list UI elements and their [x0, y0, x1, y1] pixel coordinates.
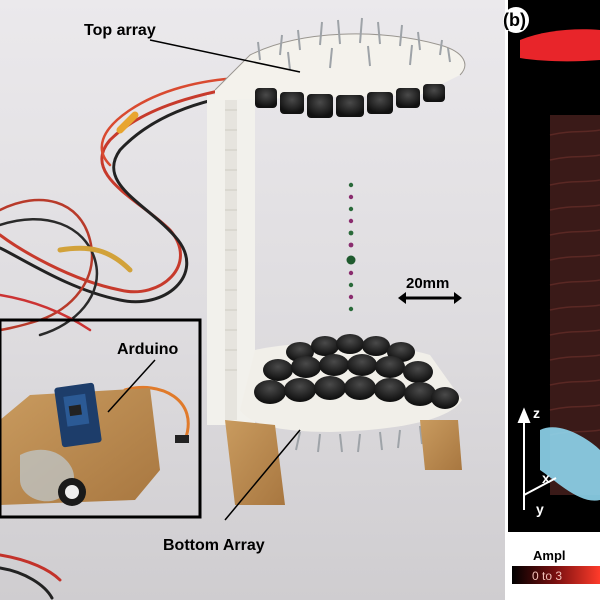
- scale-bar: [398, 292, 462, 304]
- bottom-array: [240, 334, 462, 453]
- axis-label-y: y: [536, 501, 544, 517]
- white-stand: [207, 95, 255, 425]
- arduino-highlight-frame: [0, 318, 202, 519]
- cables: [0, 76, 257, 600]
- axis-label-x: x: [542, 470, 550, 486]
- colorbar-range: 0 to 3: [532, 569, 562, 583]
- panel-b-label: (b): [503, 10, 526, 30]
- colorbar: [512, 566, 600, 584]
- annotation-leaders: [107, 39, 301, 521]
- label-arduino: Arduino: [117, 341, 179, 358]
- label-scale-bar: 20mm: [406, 275, 449, 292]
- top-array: [214, 17, 466, 118]
- wooden-feet: [225, 420, 462, 505]
- label-top-array: Top array: [84, 22, 156, 39]
- panel-b: [503, 0, 600, 600]
- label-bottom-array: Bottom Array: [163, 537, 265, 554]
- axis-label-z: z: [533, 405, 540, 421]
- levitated-particles: [346, 182, 356, 312]
- colorbar-title: Ampl: [533, 548, 566, 563]
- arduino-board: [0, 382, 189, 506]
